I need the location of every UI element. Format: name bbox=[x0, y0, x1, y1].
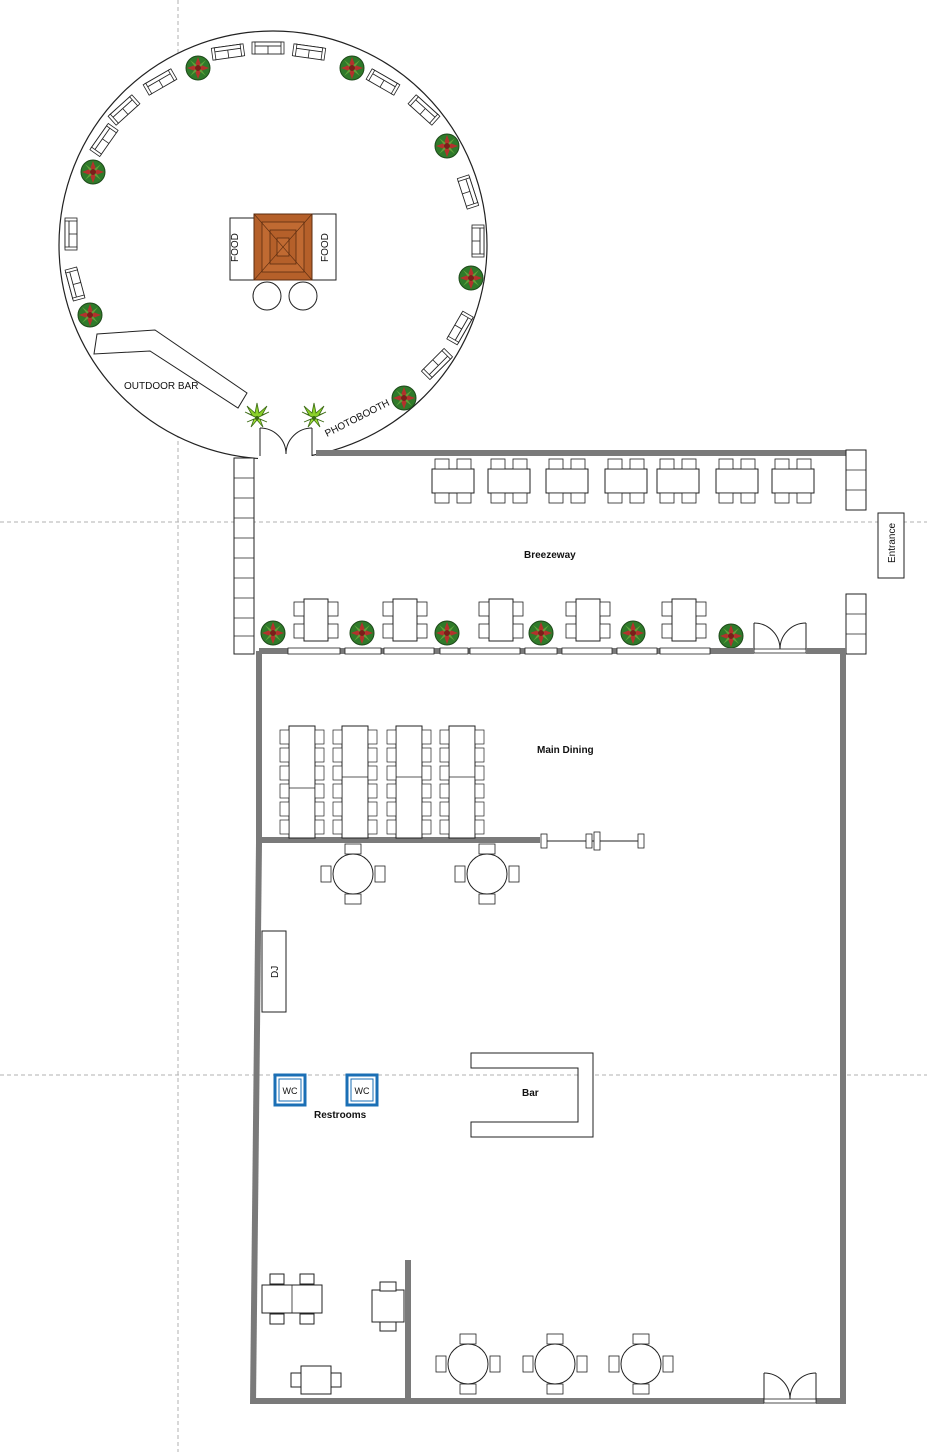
potted-plant-icon bbox=[339, 55, 365, 81]
bar-counter bbox=[470, 1052, 594, 1138]
lower-left-tables bbox=[261, 1273, 405, 1395]
lounge-sofa bbox=[64, 217, 78, 251]
outdoor-bar-label: OUTDOOR BAR bbox=[124, 381, 198, 392]
bench-right-top bbox=[845, 449, 867, 511]
lounge-sofa bbox=[251, 41, 285, 55]
round-table bbox=[320, 843, 386, 905]
breezeway-table bbox=[715, 458, 759, 504]
potted-plant-icon bbox=[77, 302, 103, 328]
entrance-box bbox=[877, 512, 905, 579]
bench-left bbox=[233, 457, 255, 655]
food-table-left bbox=[229, 217, 255, 281]
rope-barrier bbox=[540, 831, 645, 851]
food-label-right: FOOD bbox=[320, 233, 331, 262]
entrance-label: Entrance bbox=[887, 523, 898, 563]
lounge-sofa bbox=[471, 224, 485, 258]
double-door-icon bbox=[763, 1372, 817, 1404]
potted-plant-icon bbox=[349, 620, 375, 646]
potted-plant-icon bbox=[434, 133, 460, 159]
potted-plant-icon bbox=[260, 620, 286, 646]
breezeway-table bbox=[661, 598, 707, 642]
wc-label-1: WC bbox=[283, 1086, 298, 1096]
breezeway: Entrance Breezeway bbox=[233, 449, 905, 655]
dance-floor bbox=[253, 213, 313, 281]
breezeway-table bbox=[487, 458, 531, 504]
potted-plant-icon bbox=[434, 620, 460, 646]
breezeway-table bbox=[382, 598, 428, 642]
banquet-table bbox=[439, 725, 485, 839]
main-dining-label: Main Dining bbox=[537, 745, 594, 756]
breezeway-label: Breezeway bbox=[524, 550, 576, 561]
potted-plant-icon bbox=[528, 620, 554, 646]
main-dining: Main Dining DJ WC WC Restrooms Bar bbox=[261, 725, 817, 1404]
wc-label-2: WC bbox=[355, 1086, 370, 1096]
breezeway-table bbox=[478, 598, 524, 642]
breezeway-table bbox=[771, 458, 815, 504]
breezeway-table bbox=[565, 598, 611, 642]
bar-label: Bar bbox=[522, 1088, 539, 1099]
potted-plant-icon bbox=[185, 55, 211, 81]
breezeway-table bbox=[431, 458, 475, 504]
building-walls bbox=[250, 647, 846, 1405]
banquet-table bbox=[332, 725, 378, 839]
double-door-icon bbox=[753, 622, 807, 654]
banquet-table bbox=[279, 725, 325, 839]
round-table bbox=[522, 1333, 588, 1395]
potted-plant-icon bbox=[620, 620, 646, 646]
potted-plant-icon bbox=[80, 159, 106, 185]
breezeway-table bbox=[604, 458, 648, 504]
cocktail-table bbox=[288, 281, 318, 311]
banquet-table bbox=[386, 725, 432, 839]
breezeway-table bbox=[656, 458, 700, 504]
round-table bbox=[454, 843, 520, 905]
cocktail-table bbox=[252, 281, 282, 311]
breezeway-table bbox=[293, 598, 339, 642]
dj-booth bbox=[261, 930, 287, 1013]
bench-right-bottom bbox=[845, 593, 867, 655]
breezeway-table bbox=[545, 458, 589, 504]
food-table-right bbox=[311, 213, 337, 281]
potted-plant-icon bbox=[458, 265, 484, 291]
outdoor-tent: OUTDOOR BAR PHOTOBOOTH FOOD FOOD bbox=[58, 30, 488, 461]
restrooms-label: Restrooms bbox=[314, 1110, 367, 1121]
food-label-left: FOOD bbox=[230, 233, 241, 262]
potted-plant-icon bbox=[718, 623, 744, 649]
round-table bbox=[435, 1333, 501, 1395]
dj-label: DJ bbox=[270, 966, 281, 978]
outdoor-bar-counter bbox=[93, 329, 248, 409]
round-table bbox=[608, 1333, 674, 1395]
potted-plant-icon bbox=[391, 385, 417, 411]
